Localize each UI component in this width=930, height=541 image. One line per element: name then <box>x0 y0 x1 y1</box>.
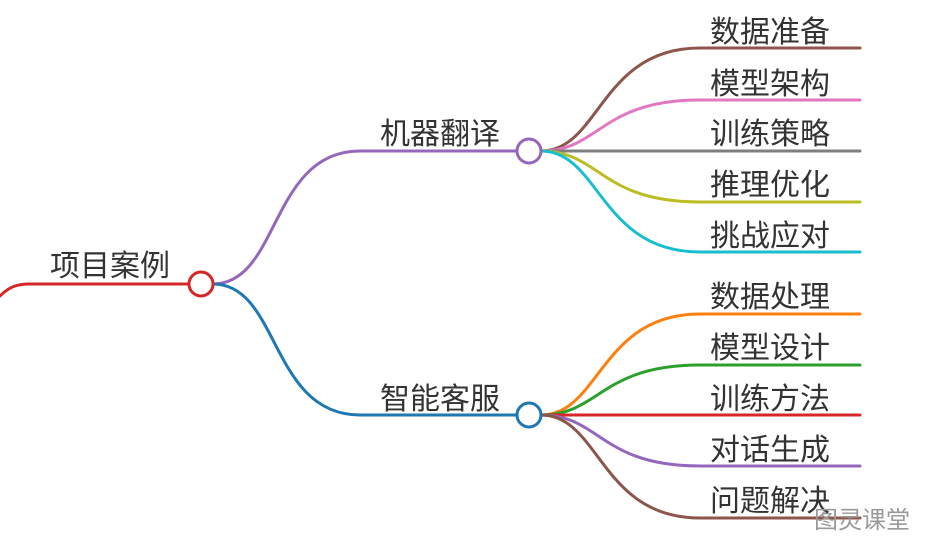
leaf-label-inference-optimization: 推理优化 <box>710 168 830 203</box>
leaf-connector-1-0 <box>539 312 862 417</box>
leaf-connector-0-0 <box>539 46 862 153</box>
branch-label-smart-customer-service: 智能客服 <box>380 382 500 417</box>
branch-label-machine-translation: 机器翻译 <box>380 117 500 152</box>
leaf-label-data-preparation: 数据准备 <box>710 15 830 50</box>
branch-connector-1 <box>211 282 519 417</box>
leaf-connector-0-3 <box>539 149 862 204</box>
leaf-label-problem-solving: 问题解决 <box>710 484 830 519</box>
root-label: 项目案例 <box>50 249 170 284</box>
leaf-label-data-processing: 数据处理 <box>710 280 830 315</box>
leaf-connector-0-4 <box>539 149 862 254</box>
leaf-label-model-architecture: 模型架构 <box>710 67 830 102</box>
leaf-connector-0-1 <box>539 98 862 153</box>
watermark: 图灵课堂 <box>814 506 910 534</box>
branch-node-1[interactable] <box>515 401 543 429</box>
leaf-label-training-method: 训练方法 <box>710 382 830 417</box>
leaf-connector-1-3 <box>539 413 862 468</box>
leaf-connector-1-1 <box>539 363 862 417</box>
root-connector <box>0 282 191 298</box>
leaf-label-dialogue-generation: 对话生成 <box>710 433 830 468</box>
leaf-connector-1-4 <box>539 413 862 520</box>
branch-connector-0 <box>211 149 519 286</box>
leaf-label-model-design: 模型设计 <box>710 331 830 366</box>
root-node[interactable] <box>187 270 215 298</box>
leaf-label-training-strategy: 训练策略 <box>710 117 830 152</box>
branch-node-0[interactable] <box>515 137 543 165</box>
leaf-label-challenge-handling: 挑战应对 <box>710 219 830 254</box>
